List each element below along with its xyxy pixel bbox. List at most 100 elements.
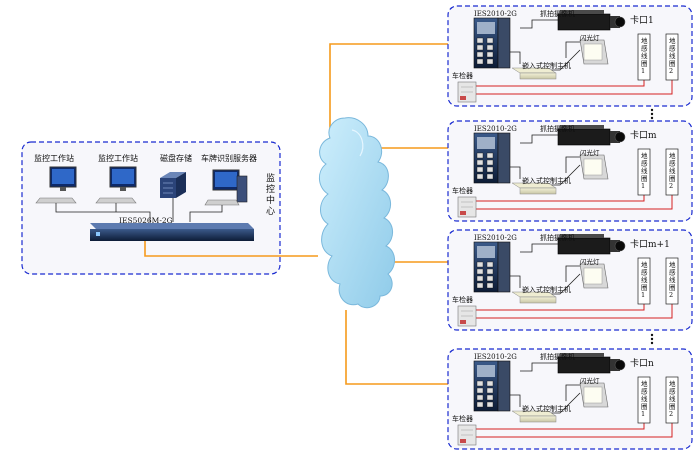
device-wiring — [508, 362, 581, 414]
switch-model-label: IES2010-2G — [474, 234, 517, 242]
vehicle-detector-icon — [457, 196, 477, 218]
coil-wire-2 — [476, 423, 673, 438]
switch-label-plate — [477, 22, 495, 34]
switch-side — [497, 241, 511, 293]
embedded-controller-icon — [511, 291, 557, 304]
wire-controller-camera — [565, 384, 580, 401]
wire-controller-camera — [565, 265, 580, 282]
camera-label: 抓拍摄像机 — [540, 124, 575, 133]
detector-label: 车检器 — [452, 71, 473, 80]
camera-shade — [560, 10, 604, 14]
vehicle-detector-icon — [457, 305, 477, 327]
flash-label: 闪光灯 — [580, 148, 600, 157]
switch-model-label: IES2010-2G — [474, 125, 517, 133]
industrial-switch — [473, 241, 511, 293]
vehicle-detector-icon — [457, 424, 477, 446]
coil-wire-1 — [476, 304, 645, 311]
switch-port — [476, 401, 484, 408]
embedded-controller-icon — [511, 410, 557, 423]
camera-label: 抓拍摄像机 — [540, 233, 575, 242]
switch-port — [486, 51, 494, 58]
capture-camera-icon — [557, 10, 626, 31]
flash-label: 闪光灯 — [580, 33, 600, 42]
switch-port — [486, 166, 494, 173]
coil-box — [637, 148, 651, 196]
switch-port — [486, 58, 494, 65]
coil-box — [637, 33, 651, 81]
switch-port — [476, 159, 484, 166]
switch-port — [486, 394, 494, 401]
coil-box — [665, 257, 679, 305]
switch-model-label: IES2010-2G — [474, 10, 517, 18]
detector-indicator — [460, 211, 466, 215]
wire-switch-camera — [520, 362, 560, 372]
flash-light-icon — [579, 263, 609, 289]
capture-camera-icon — [557, 353, 626, 374]
switch-port — [476, 58, 484, 65]
switch-port — [486, 37, 494, 44]
coil-wire-2 — [476, 80, 673, 95]
flash-lens — [583, 267, 603, 285]
switch-port — [486, 282, 494, 289]
detector-label: 车检器 — [452, 414, 473, 423]
coil-box — [665, 376, 679, 424]
workstation-2-icon — [95, 166, 137, 204]
capture-camera-icon — [557, 234, 626, 255]
camera-lens-glass — [614, 240, 626, 252]
switch-port — [486, 268, 494, 275]
camera-lens-glass — [614, 131, 626, 143]
controller-front — [519, 415, 557, 423]
coil-box — [637, 257, 651, 305]
center-wiring — [55, 198, 223, 222]
switch-port — [476, 261, 484, 268]
switch-port — [476, 275, 484, 282]
camera-lens-glass — [614, 16, 626, 28]
industrial-switch — [473, 360, 511, 412]
industrial-switch — [473, 17, 511, 69]
switch-port — [476, 173, 484, 180]
controller-front — [519, 72, 557, 80]
checkpoint-label: 卡口n — [630, 357, 654, 369]
checkpoint-label: 卡口m — [630, 129, 657, 141]
workstation-2-label: 监控工作站 — [98, 153, 138, 163]
core-switch-label: IES5026M-2G — [119, 216, 173, 225]
camera-label: 抓拍摄像机 — [540, 352, 575, 361]
detector-label: 车检器 — [452, 295, 473, 304]
wire-switch-controller — [508, 275, 521, 288]
ellipsis-dots — [650, 108, 654, 345]
switch-port — [476, 282, 484, 289]
wire-controller-camera — [565, 41, 580, 58]
controller-label: 嵌入式控制主机 — [522, 61, 571, 70]
switch-model-label: IES2010-2G — [474, 353, 517, 361]
switch-port — [476, 387, 484, 394]
vehicle-detector-icon — [457, 81, 477, 103]
flash-lens — [583, 386, 603, 404]
camera-lens-glass — [614, 359, 626, 371]
switch-port — [486, 275, 494, 282]
wire-switch-controller — [508, 51, 521, 64]
flash-light-icon — [579, 39, 609, 65]
wire-switch-controller — [508, 394, 521, 407]
switch-port — [486, 380, 494, 387]
coil-box — [637, 376, 651, 424]
wire-controller-camera — [565, 156, 580, 173]
camera-shade — [560, 125, 604, 129]
switch-port — [486, 159, 494, 166]
plate-server-label: 车牌识别服务器 — [201, 153, 257, 163]
switch-side — [497, 132, 511, 184]
flash-light-icon — [579, 154, 609, 180]
controller-label: 嵌入式控制主机 — [522, 404, 571, 413]
switch-port — [486, 44, 494, 51]
coil-wire-1 — [476, 195, 645, 202]
